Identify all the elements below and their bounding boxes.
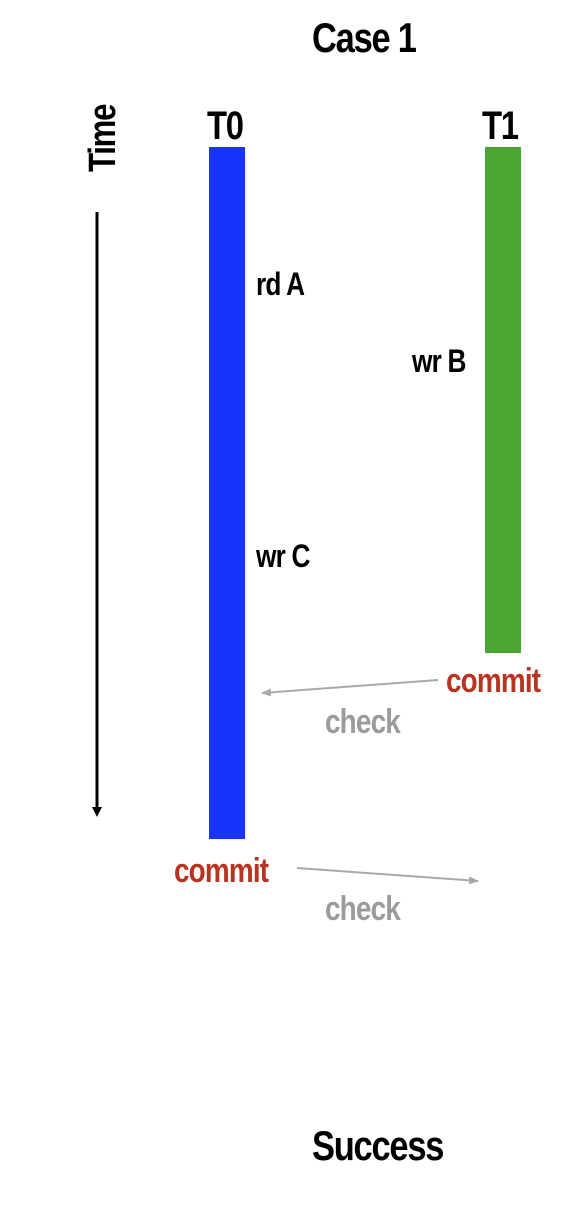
commit-label-t1: commit [446, 662, 541, 700]
operation-rd-a: rd A [256, 266, 305, 302]
transaction-bar-t1 [485, 147, 521, 653]
commit-label-t0: commit [174, 852, 269, 890]
operation-wr-c: wr C [256, 538, 310, 574]
check-label-t0-commit: check [325, 890, 401, 928]
check-label-t1-commit: check [325, 703, 401, 741]
time-axis-label: Time [82, 104, 124, 172]
result-label: Success [312, 1122, 444, 1169]
transaction-bar-t0 [209, 147, 245, 839]
operation-wr-b: wr B [412, 343, 466, 379]
transaction-label-t1: T1 [482, 104, 519, 148]
check-arrow-t0-to-t1 [296, 867, 479, 885]
transaction-label-t0: T0 [207, 104, 244, 148]
diagram-title: Case 1 [312, 14, 417, 61]
check-arrow-t1-to-t0 [261, 679, 439, 697]
